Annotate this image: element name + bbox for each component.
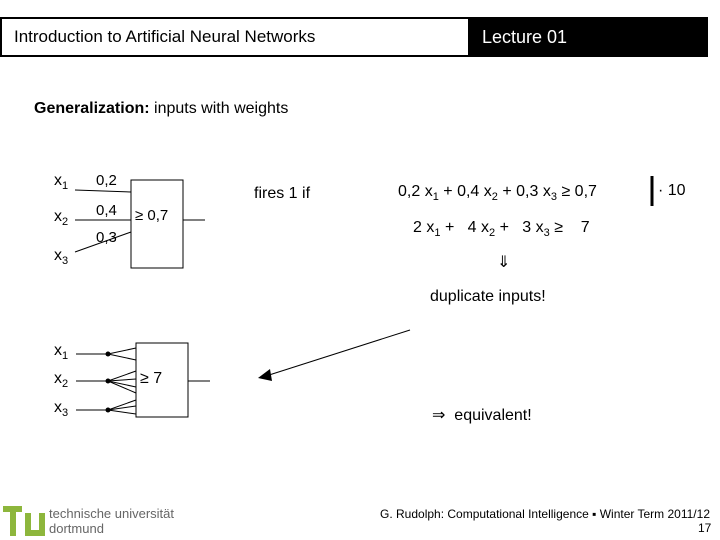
equivalence-arrow [265,329,411,377]
header-lecture: Lecture 01 [482,27,568,47]
fires-label: fires 1 if [254,185,311,202]
neuron2-input-x1: x1 [54,342,69,362]
equation-1: 0,2 x1 + 0,4 x2 + 0,3 x3 ≥ 0,7 [398,183,597,203]
equation-2: 2 x1 + 4 x2 + 3 x3 ≥ 7 [413,219,590,239]
implies-right-symbol: ⇒ [432,407,446,424]
neuron2-x3-dup-c [107,409,137,415]
slide-subtitle: Generalization: inputs with weights [34,100,288,118]
neuron2-input-x2: x2 [54,370,69,390]
neuron2-body [135,342,189,418]
neuron1-weight2: 0,4 [96,202,117,219]
neuron1-body [130,179,184,269]
neuron1-input-x3: x3 [54,247,69,267]
neuron2-x3-dup-a [107,399,137,411]
neuron2-x1-dup-a [107,347,137,355]
logo-line-1: technische universität [49,506,175,521]
neuron1-input3-line [74,231,132,253]
neuron2-x1-dup-b [107,353,137,361]
neuron2-x1-node [105,351,111,357]
duplicate-inputs-label: duplicate inputs! [430,288,546,305]
subtitle-rest: inputs with weights [149,100,289,117]
neuron2-input-x3: x3 [54,399,69,419]
multiplier-label: · 10 [658,182,686,199]
neuron2-x2-dup-c [107,380,137,388]
neuron2-x2-dup-a [107,370,137,382]
equivalent-label: equivalent! [454,407,532,424]
neuron2-x3-dup-b [107,405,137,411]
tu-logo-icon [3,506,45,536]
neuron2-x2-node [105,378,111,384]
equivalence-arrowhead [258,369,272,381]
neuron2-x2-dup-d [107,380,137,394]
header-title-box [0,17,470,57]
neuron1-input1-line [74,189,132,193]
neuron1-input-x2: x2 [54,208,69,228]
neuron2-x2-dup-b [107,378,137,382]
neuron1-threshold: ≥ 0,7 [135,207,169,224]
logo-line-2: dortmund [49,521,104,536]
header-title: Introduction to Artificial Neural Networ… [14,27,316,46]
neuron2-x3-node [105,407,111,413]
footer-credit: G. Rudolph: Computational Intelligence ▪… [380,507,710,521]
tu-logo-text: technische universität dortmund [49,506,174,536]
header-lecture-box [470,17,708,57]
neuron1-weight3: 0,3 [96,229,117,246]
page-number: 17 [698,521,712,535]
implies-down-symbol: ⇓ [497,254,511,271]
equivalent-line: ⇒ equivalent! [432,405,532,425]
neuron1-weight1: 0,2 [96,172,117,189]
subtitle-bold: Generalization: [34,100,150,117]
neuron2-threshold: ≥ 7 [140,370,163,387]
neuron1-input-x1: x1 [54,172,69,192]
